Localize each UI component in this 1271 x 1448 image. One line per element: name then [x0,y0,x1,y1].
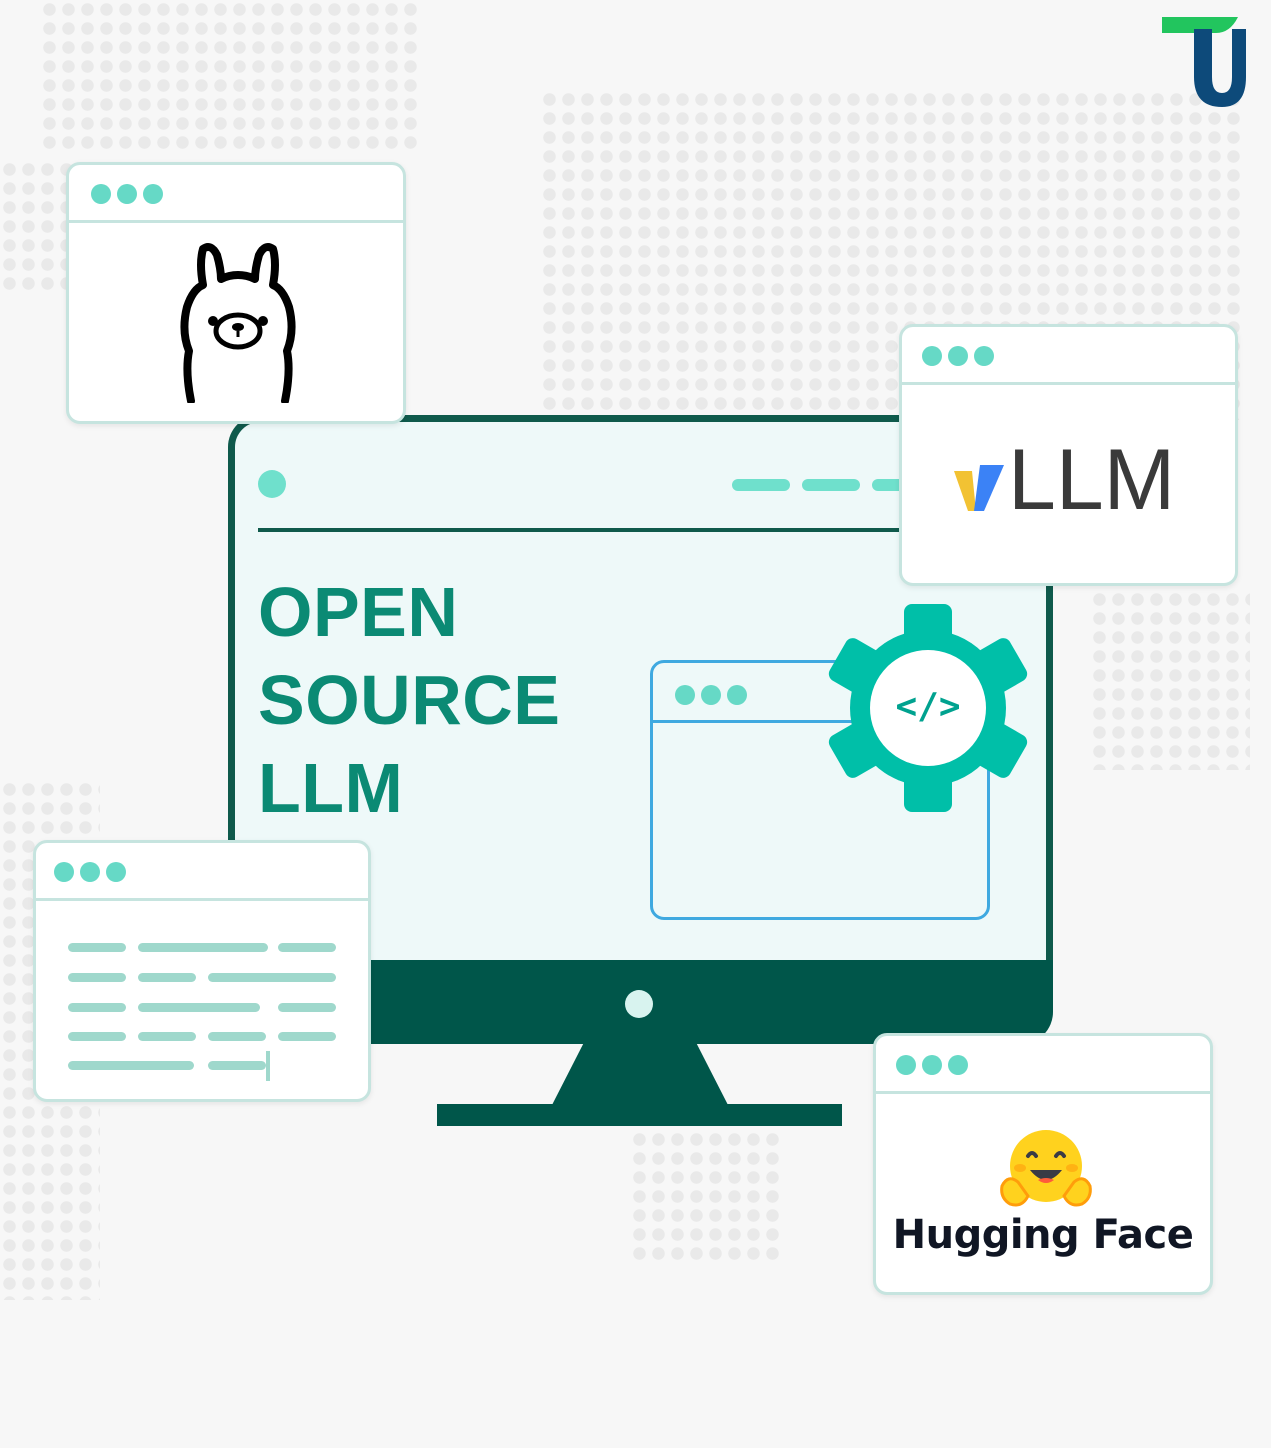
window-dot [974,346,994,366]
window-dot [80,862,100,882]
card-title-bar [36,843,368,901]
text-cursor [266,1051,270,1081]
code-line [138,943,268,952]
headline-line-2: SOURCE [258,661,561,739]
headline-line-1: OPEN [258,573,459,651]
window-dot [143,184,163,204]
window-dot [91,184,111,204]
card-title-bar [69,165,403,223]
window-dot [701,685,721,705]
code-line [68,1032,126,1041]
dot-pattern-right-lower [1090,590,1250,770]
hugging-face-emoji-icon [1000,1130,1092,1207]
monitor-stand [552,1043,728,1105]
ollama-card [66,162,406,424]
window-dot [896,1055,916,1075]
code-line [68,1003,126,1012]
hugging-face-label: Hugging Face [892,1212,1194,1258]
code-line [278,1032,336,1041]
monitor-base [437,1104,842,1126]
window-dot [922,346,942,366]
code-line [138,1003,260,1012]
llama-icon [180,243,296,403]
code-editor-card [33,840,371,1102]
dot-pattern-top [40,0,420,150]
screen-dash [732,479,790,491]
power-button [625,990,653,1018]
code-line [138,973,196,982]
card-title-bar [876,1036,1210,1094]
card-title-bar [902,327,1235,385]
window-dot [922,1055,942,1075]
code-line [208,1061,266,1070]
window-dot [948,1055,968,1075]
headline-line-3: LLM [258,749,404,827]
vllm-v-icon [954,465,1004,511]
code-line [68,973,126,982]
code-line [208,1032,266,1041]
inner-window-bar [653,663,987,723]
code-line [278,943,336,952]
vllm-card: LLM [899,324,1238,586]
code-line [138,1032,196,1041]
code-line [68,1061,194,1070]
gear-icon: </> [822,602,1034,814]
code-line [208,973,336,982]
brand-logo [1162,17,1246,107]
window-dot [106,862,126,882]
code-line [278,1003,336,1012]
window-dot [54,862,74,882]
screen-dash [802,479,860,491]
code-symbol: </> [895,686,961,727]
window-dot [117,184,137,204]
code-line [68,943,126,952]
screen-camera-dot [258,470,286,498]
headline: OPEN SOURCE LLM [258,568,560,832]
window-dot [675,685,695,705]
window-dot [727,685,747,705]
window-dot [948,346,968,366]
dot-pattern-bottom-mid [630,1130,780,1260]
vllm-label: LLM [1008,432,1176,528]
hugging-face-card [873,1033,1213,1295]
screen-divider [258,528,918,532]
